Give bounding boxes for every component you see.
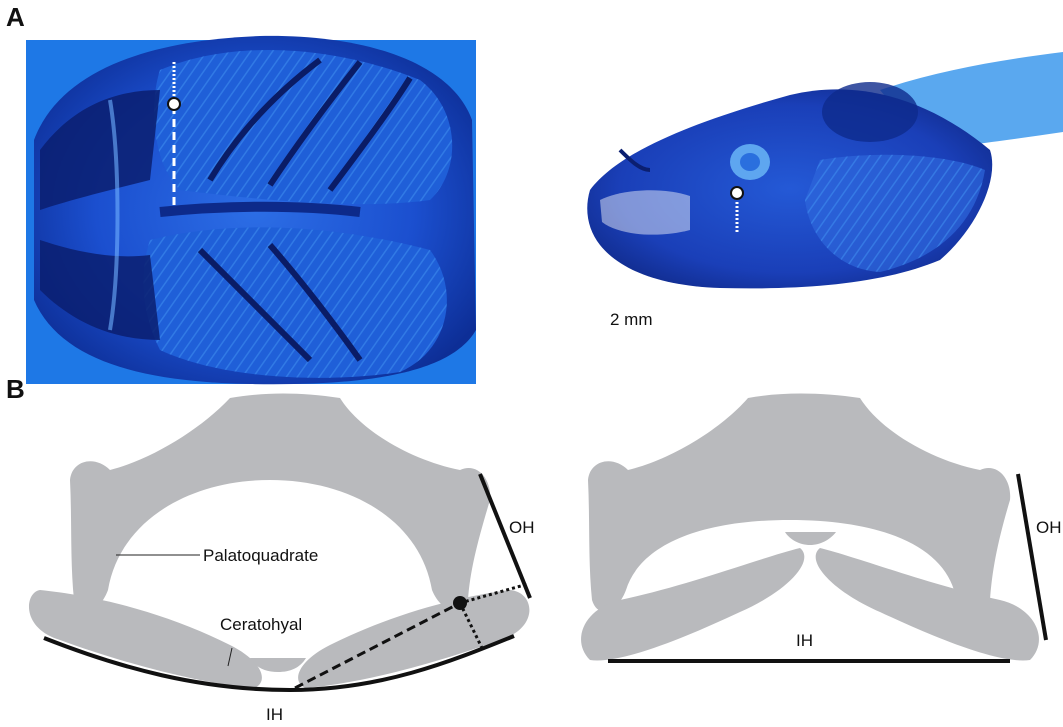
schematic-right <box>581 394 1046 662</box>
otic-region-dark <box>822 82 918 142</box>
label-oh-left: OH <box>509 518 535 537</box>
label-palatoquadrate: Palatoquadrate <box>203 546 318 565</box>
ceratohyal-shape-right-b <box>816 548 1039 660</box>
label-ceratohyal: Ceratohyal <box>220 615 302 634</box>
label-oh-right: OH <box>1036 518 1062 537</box>
landmark-point-lateral <box>731 187 743 199</box>
schematic-left <box>29 394 530 691</box>
scale-bar-label: 2 mm <box>610 310 653 329</box>
label-ih-left: IH <box>266 705 283 724</box>
basihyal-shape-right <box>785 532 836 545</box>
jaw-highlight-lateral <box>600 190 690 234</box>
label-ih-right: IH <box>796 631 813 650</box>
gill-filaments-lower <box>143 227 446 378</box>
photo-ventral-view <box>26 36 476 384</box>
palatoquadrate-shape-left <box>70 394 490 612</box>
landmark-point-ventral <box>168 98 180 110</box>
palatoquadrate-shape-right <box>588 394 1010 612</box>
photo-lateral-view <box>587 52 1063 288</box>
ventral-midline <box>160 207 360 212</box>
landmark-point-schematic <box>453 596 467 610</box>
eye-inner <box>740 153 760 171</box>
